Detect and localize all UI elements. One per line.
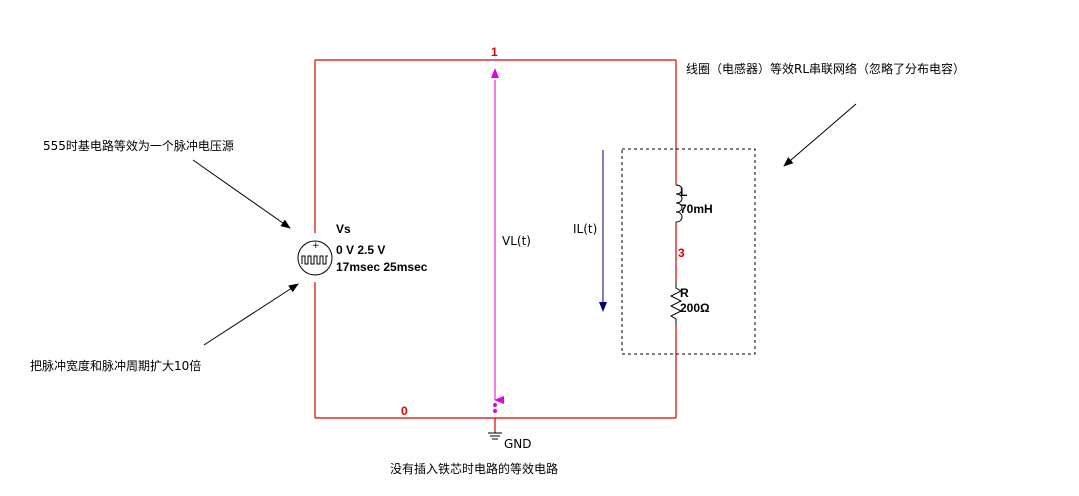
source-voltages: 0 V 2.5 V (336, 243, 385, 257)
pointer-arrow-coil (783, 103, 857, 167)
source-name: Vs (336, 222, 351, 236)
ground-label: GND (504, 437, 532, 451)
source-timing: 17msec 25msec (336, 260, 428, 274)
pulse-note: 把脉冲宽度和脉冲周期扩大10倍 (30, 358, 201, 373)
diagram-caption: 没有插入铁芯时电路的等效电路 (390, 461, 558, 476)
pulse-voltage-source: + (297, 240, 333, 276)
resistor-name: R (680, 286, 689, 300)
resistor-value: 200Ω (680, 301, 710, 315)
rl-network-box (621, 148, 756, 355)
pointer-arrow-source (192, 159, 291, 229)
svg-text:+: + (312, 241, 320, 251)
coil-note: 线圈（电感器）等效RL串联网络（忽略了分布电容） (686, 61, 965, 76)
source-note: 555时基电路等效为一个脉冲电压源 (43, 138, 234, 153)
node-label-1: 1 (491, 45, 498, 59)
ground-symbol (488, 432, 502, 440)
voltage-arrow (491, 68, 504, 413)
node-label-0: 0 (401, 404, 408, 418)
node-label-3: 3 (678, 246, 685, 260)
current-label: IL(t) (573, 222, 597, 236)
pointer-arrow-pulse (203, 283, 299, 346)
resistor-zigzag (669, 282, 683, 325)
current-arrow (599, 150, 607, 312)
inductor-name: L (680, 185, 687, 199)
voltage-label: VL(t) (502, 234, 531, 248)
inductor-value: 70mH (680, 202, 713, 216)
inductor-coil (675, 184, 683, 223)
circuit-wires (314, 59, 677, 433)
